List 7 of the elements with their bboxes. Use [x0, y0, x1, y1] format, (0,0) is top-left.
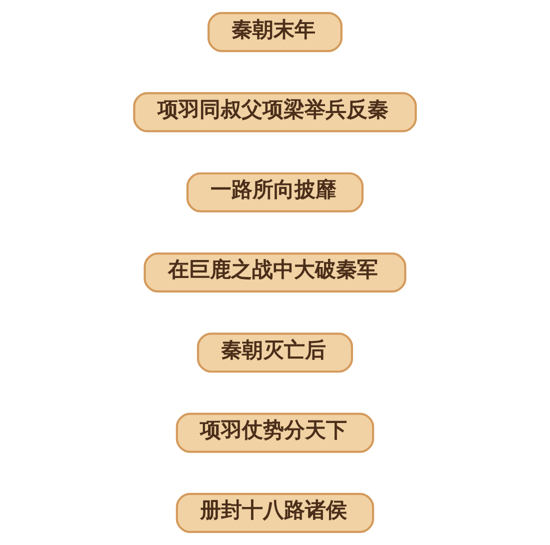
node-box: 秦朝灭亡后 [196, 332, 354, 373]
node-box: 项羽仗势分天下 [176, 412, 374, 453]
node-box: 项羽同叔父项梁举兵反秦 [133, 92, 417, 132]
node-box: 一路所向披靡 [186, 172, 364, 212]
node-box: 在巨鹿之战中大破秦军 [144, 252, 406, 293]
node-box: 册封十八路诸侯 [176, 492, 374, 533]
node-box: 秦朝末年 [208, 12, 342, 52]
